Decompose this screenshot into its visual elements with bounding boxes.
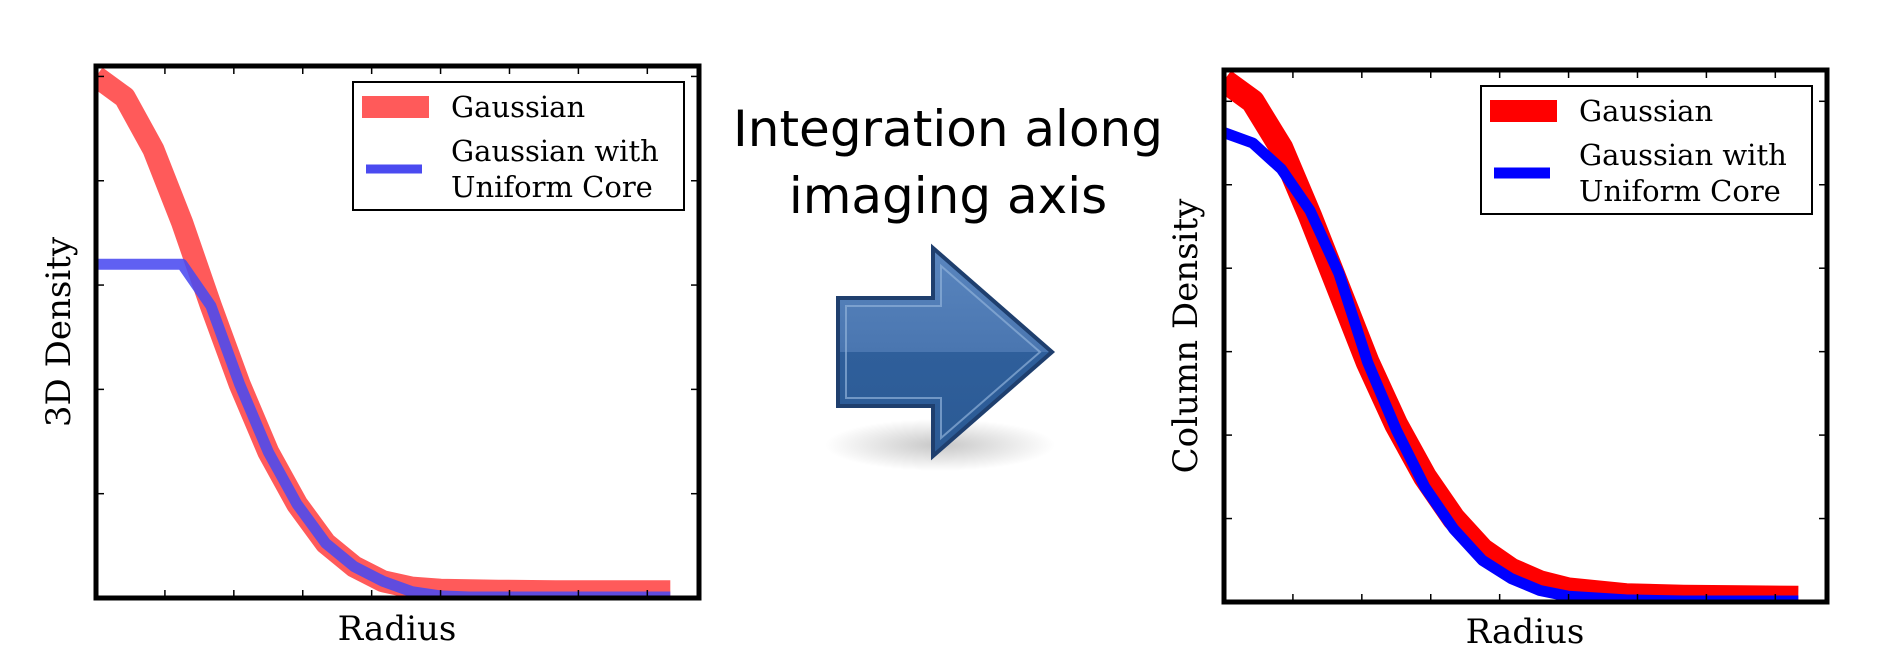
right-plot-frame [1221,67,1830,605]
right-legend-core-label-line1: Gaussian with [1579,138,1787,172]
integration-caption: Integration along imaging axis [733,100,1163,225]
caption-line-1: Integration along [733,100,1163,158]
right-x-axis-label: Radius [1466,612,1585,652]
left-legend-gaussian-label: Gaussian [451,90,585,124]
arrow-highlight [845,263,1042,441]
left-x-axis-label: Radius [338,609,457,649]
right-legend: Gaussian Gaussian with Uniform Core [1480,85,1813,215]
left-uniform-core-line [96,258,671,598]
left-legend-core-label-line2: Uniform Core [451,170,653,204]
right-chart: Radius Column Density Gaussian Gaussian … [1166,67,1830,652]
right-y-axis-label: Column Density [1166,198,1206,473]
left-plot-frame [93,63,702,601]
left-y-axis-label: 3D Density [39,236,79,427]
right-legend-core-label-line2: Uniform Core [1579,174,1781,208]
left-legend-core-label-line1: Gaussian with [451,134,659,168]
right-arrow-icon [825,243,1056,471]
right-legend-gaussian-label: Gaussian [1579,94,1713,128]
arrow-shape [836,243,1056,461]
left-chart: Radius 3D Density Gaussian Gaussian with… [39,63,702,649]
left-legend: Gaussian Gaussian with Uniform Core [352,81,685,211]
caption-line-2: imaging axis [789,167,1107,225]
